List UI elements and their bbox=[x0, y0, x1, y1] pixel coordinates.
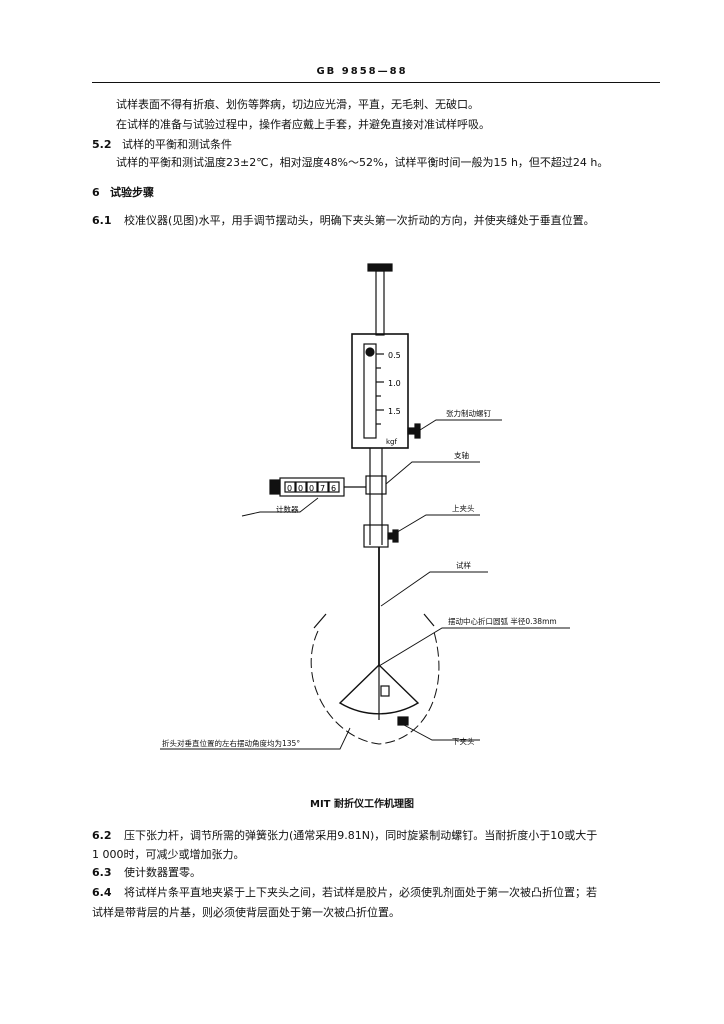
scale-mark-1-5: 1.5 bbox=[388, 407, 401, 416]
indicator-dot bbox=[365, 347, 375, 357]
section-6-2-line-2: 1 000时，可减少或增加张力。 bbox=[92, 848, 245, 861]
section-6-number: 6 bbox=[92, 186, 100, 199]
label-fold-edge: 摆动中心折口圆弧 半径0.38mm bbox=[448, 616, 557, 626]
section-6-3-body: 使计数器置零。 bbox=[124, 866, 201, 879]
arc-end-left bbox=[313, 613, 327, 629]
section-5-2-number: 5.2 bbox=[92, 138, 112, 151]
header-rule bbox=[92, 82, 660, 83]
leader-fold-edge bbox=[378, 627, 570, 667]
paragraph-surface: 试样表面不得有折痕、划伤等弊病，切边应光滑，平直，无毛刺、无破口。 bbox=[116, 98, 479, 111]
counter-digit: 7 bbox=[320, 484, 325, 493]
lower-clamp-block bbox=[380, 685, 390, 697]
section-6-4-line-2: 试样是带背层的片基，则必须使背层面处于第一次被凸折位置。 bbox=[92, 906, 400, 919]
spring-box bbox=[351, 333, 409, 449]
counter-knob bbox=[269, 479, 281, 495]
label-brake-screw: 张力制动螺钉 bbox=[446, 408, 491, 418]
pivot-block bbox=[365, 475, 387, 495]
leader-counter bbox=[241, 497, 319, 517]
swing-arc bbox=[310, 630, 440, 745]
scale-window bbox=[363, 343, 377, 439]
section-6-1-body: 校准仪器(见图)水平，用手调节摆动头，明确下夹头第一次折动的方向，并使夹缝处于垂… bbox=[124, 214, 595, 227]
label-counter: 计数器 bbox=[276, 504, 299, 514]
section-6-3-number: 6.3 bbox=[92, 866, 112, 879]
section-6-2-number: 6.2 bbox=[92, 829, 112, 842]
leader-brake-screw bbox=[419, 419, 502, 431]
leader-swing-angle bbox=[160, 727, 351, 750]
counter-digit: 0 bbox=[309, 484, 314, 493]
lower-clamp-marker bbox=[397, 716, 409, 726]
counter-digit: 0 bbox=[298, 484, 303, 493]
section-5-2-body: 试样的平衡和测试温度23±2℃，相对湿度48%～52%，试样平衡时间一般为15 … bbox=[116, 156, 609, 169]
label-pivot: 支轴 bbox=[454, 450, 469, 460]
figure-caption: MIT 耐折仪工作机理图 bbox=[310, 799, 414, 810]
section-6-1-number: 6.1 bbox=[92, 214, 112, 227]
scale-unit: kgf bbox=[386, 438, 397, 446]
leader-lower-clamp bbox=[403, 724, 480, 741]
leader-pivot bbox=[385, 461, 480, 485]
scale-mark-0-5: 0.5 bbox=[388, 351, 401, 360]
section-6-4-line-1: 将试样片条平直地夹紧于上下夹头之间，若试样是胶片，必须使乳剂面处于第一次被凸折位… bbox=[124, 886, 597, 899]
label-lower-clamp: 下夹头 bbox=[452, 736, 475, 746]
leader-specimen bbox=[380, 571, 488, 607]
paragraph-handling: 在试样的准备与试验过程中，操作者应戴上手套，并避免直接对准试样呼吸。 bbox=[116, 118, 490, 131]
label-upper-clamp: 上夹头 bbox=[452, 503, 475, 513]
label-swing-angle: 折头对垂直位置的左右摆动角度均为135° bbox=[162, 738, 300, 748]
label-specimen: 试样 bbox=[456, 560, 471, 570]
section-5-2-title: 试样的平衡和测试条件 bbox=[122, 138, 232, 151]
section-6-2-line-1: 压下张力杆，调节所需的弹簧张力(通常采用9.81N)，同时旋紧制动螺钉。当耐折度… bbox=[124, 829, 598, 842]
scale-mark-1-0: 1.0 bbox=[388, 379, 401, 388]
counter-digit: 6 bbox=[331, 484, 336, 493]
counter-digit: 0 bbox=[287, 484, 292, 493]
brake-screw-knob bbox=[414, 423, 421, 439]
tension-rod-knob bbox=[367, 263, 393, 272]
section-6-4-number: 6.4 bbox=[92, 886, 112, 899]
page-header-code: GB 9858—88 bbox=[316, 66, 408, 77]
leader-upper-clamp bbox=[393, 514, 480, 535]
upper-clamp bbox=[363, 524, 389, 548]
arc-end-right bbox=[423, 613, 435, 627]
section-6-title: 试验步骤 bbox=[110, 186, 154, 199]
tension-rod bbox=[375, 270, 385, 336]
